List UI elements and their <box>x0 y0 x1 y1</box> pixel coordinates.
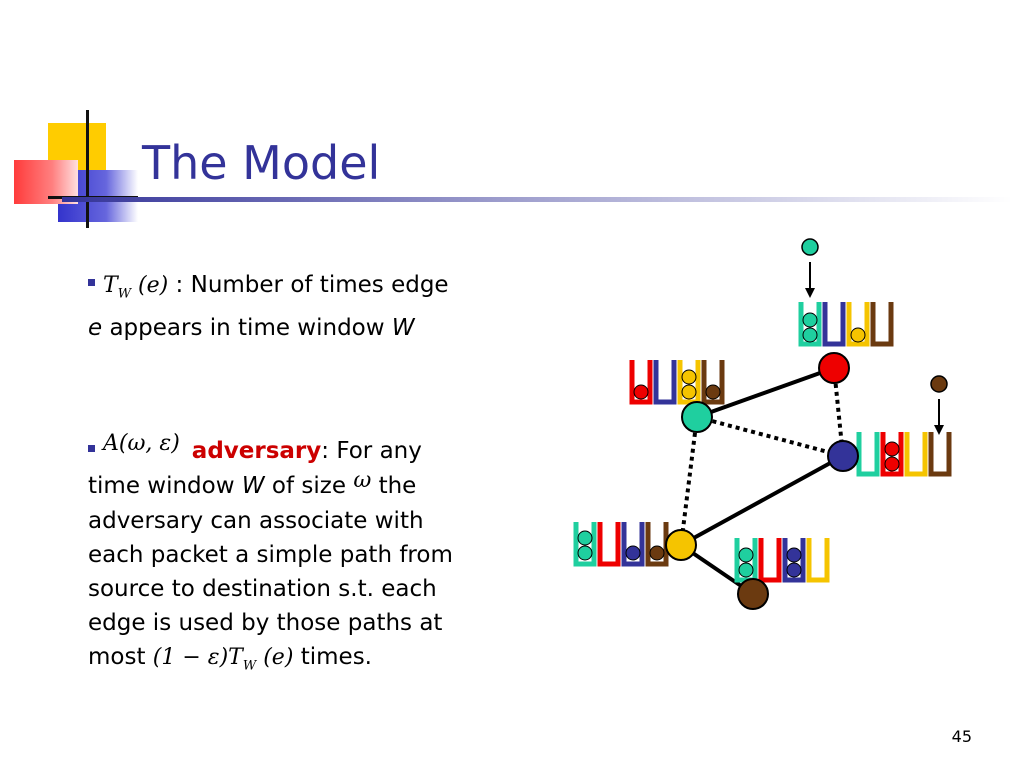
slide-title: The Model <box>142 136 381 190</box>
buffer-group-brown-node <box>734 538 830 583</box>
var-e: e <box>88 315 103 342</box>
var-w-2: W <box>241 473 265 499</box>
bullet-1-text-a: : Number of times edge <box>168 272 449 298</box>
buffer-group-teal-node <box>629 360 725 405</box>
bullet-2-text-d: the <box>371 473 417 499</box>
edge-solid <box>680 454 844 547</box>
incoming-packet-teal <box>801 238 819 256</box>
arrow-head <box>805 288 815 298</box>
node-red <box>818 352 850 384</box>
bullet-2-line-3: adversary can associate with <box>88 508 424 534</box>
math-bound: (1 − ε)TW (e) <box>152 645 294 674</box>
title-underline <box>62 197 1012 202</box>
bullet-2-text-most: most <box>88 644 153 670</box>
edge-dotted <box>679 416 699 546</box>
node-yellow <box>665 529 697 561</box>
node-brown <box>737 578 769 610</box>
bullet-2-text-a: : For any <box>321 438 422 464</box>
edge-solid <box>679 543 755 596</box>
page-number: 45 <box>951 727 972 746</box>
bullet-1: TW (e) : Number of times edge e appears … <box>88 268 528 345</box>
bullet-2: A(ω, ε)adversary: For any time window W … <box>88 431 508 683</box>
incoming-packet-brown <box>930 375 948 393</box>
bullet-2-text-b: time window <box>88 473 242 499</box>
bullet-2-text-times: times. <box>293 644 372 670</box>
bullet-square-icon <box>88 279 95 286</box>
bullet-square-icon <box>88 445 95 452</box>
arrow-head <box>934 425 944 435</box>
math-adversary: A(ω, ε) <box>103 431 180 456</box>
buffer-group-yellow-node <box>573 522 669 567</box>
edge-dotted <box>696 415 844 458</box>
math-tw-e: TW (e) <box>103 273 169 302</box>
var-omega: ω <box>353 468 372 493</box>
node-blue <box>827 440 859 472</box>
decor-vertical-line <box>86 110 89 228</box>
buffer-group-red-node <box>798 302 894 347</box>
var-w: W <box>391 315 415 342</box>
bullet-2-line-5: source to destination s.t. each <box>88 576 437 602</box>
bullet-2-line-6: edge is used by those paths at <box>88 610 443 636</box>
keyword-adversary: adversary <box>191 438 322 464</box>
buffer-group-blue-node <box>856 432 952 477</box>
bullet-2-line-4: each packet a simple path from <box>88 542 453 568</box>
edge-solid <box>696 366 835 419</box>
node-teal <box>681 401 713 433</box>
bullet-2-text-c: of size <box>264 473 354 499</box>
bullet-1-text-b: appears in time window <box>102 315 392 342</box>
edge-dotted <box>832 367 845 457</box>
